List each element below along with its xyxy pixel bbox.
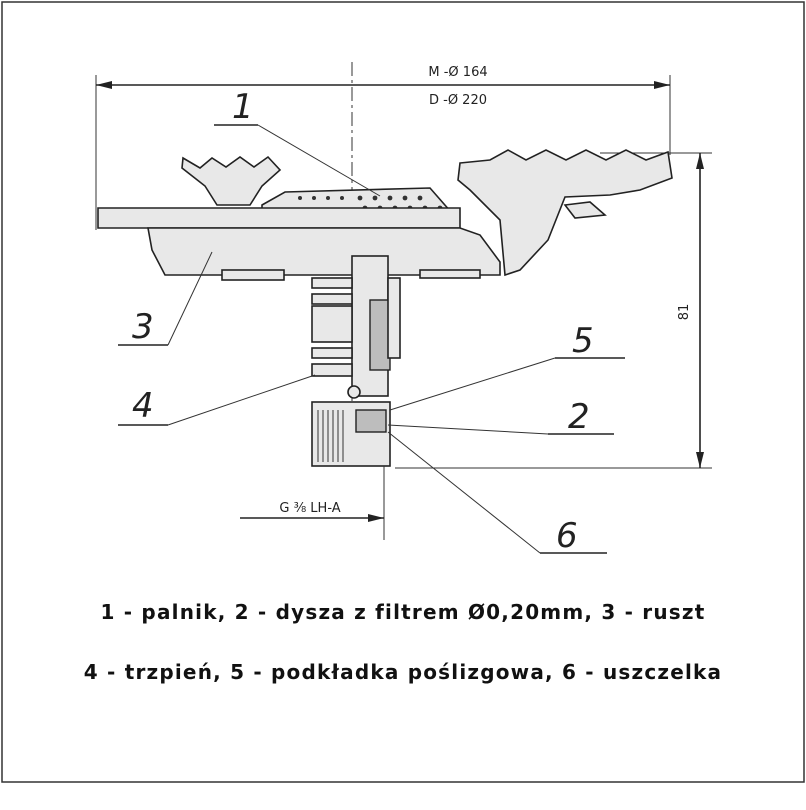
callout-5-leader [389, 357, 556, 411]
callout-6-leader [387, 431, 541, 554]
callout-1: 1 [232, 87, 254, 127]
nut-knurl [317, 410, 344, 462]
rib-3 [311, 347, 353, 359]
nozzle-filter [355, 409, 387, 433]
dim-top-2: D -Ø 220 [429, 93, 487, 108]
grate-support-right [457, 149, 673, 277]
callout-4-leader [167, 374, 316, 426]
arrow-up [696, 153, 704, 169]
callout-2-leader [387, 424, 549, 435]
arrow-down [696, 452, 704, 468]
grate-bowl [147, 227, 501, 276]
callout-3-leader [167, 251, 213, 346]
thread-arrow [368, 514, 384, 522]
spindle-side [387, 277, 401, 359]
ball [347, 385, 361, 399]
grate-support-left [181, 155, 282, 206]
rib-4 [311, 363, 353, 377]
dim-thread: G ⅜ LH-A [279, 501, 340, 516]
callout-5: 5 [572, 321, 594, 361]
callout-1-leader [257, 124, 381, 197]
border [1, 1, 805, 783]
spindle-body [311, 305, 353, 343]
grate-clip [563, 201, 607, 219]
dim-top-1: M -Ø 164 [428, 65, 487, 80]
rib-2 [311, 293, 353, 305]
callout-2: 2 [568, 397, 590, 437]
caption-line-1: 1 - palnik, 2 - dysza z filtrem Ø0,20mm,… [100, 600, 706, 624]
caption-line-2: 4 - trzpień, 5 - podkładka poślizgowa, 6… [83, 660, 723, 684]
callout-6: 6 [556, 516, 578, 556]
bowl-foot-right [419, 269, 481, 279]
callout-4: 4 [132, 386, 154, 426]
dim-height: 81 [677, 304, 692, 321]
arrow-right [654, 81, 670, 89]
rib-1 [311, 277, 353, 289]
bowl-foot-left [221, 269, 285, 281]
arrow-left [96, 81, 112, 89]
grate-plate [97, 207, 461, 229]
spindle-section [369, 299, 391, 371]
callout-3: 3 [132, 307, 154, 347]
